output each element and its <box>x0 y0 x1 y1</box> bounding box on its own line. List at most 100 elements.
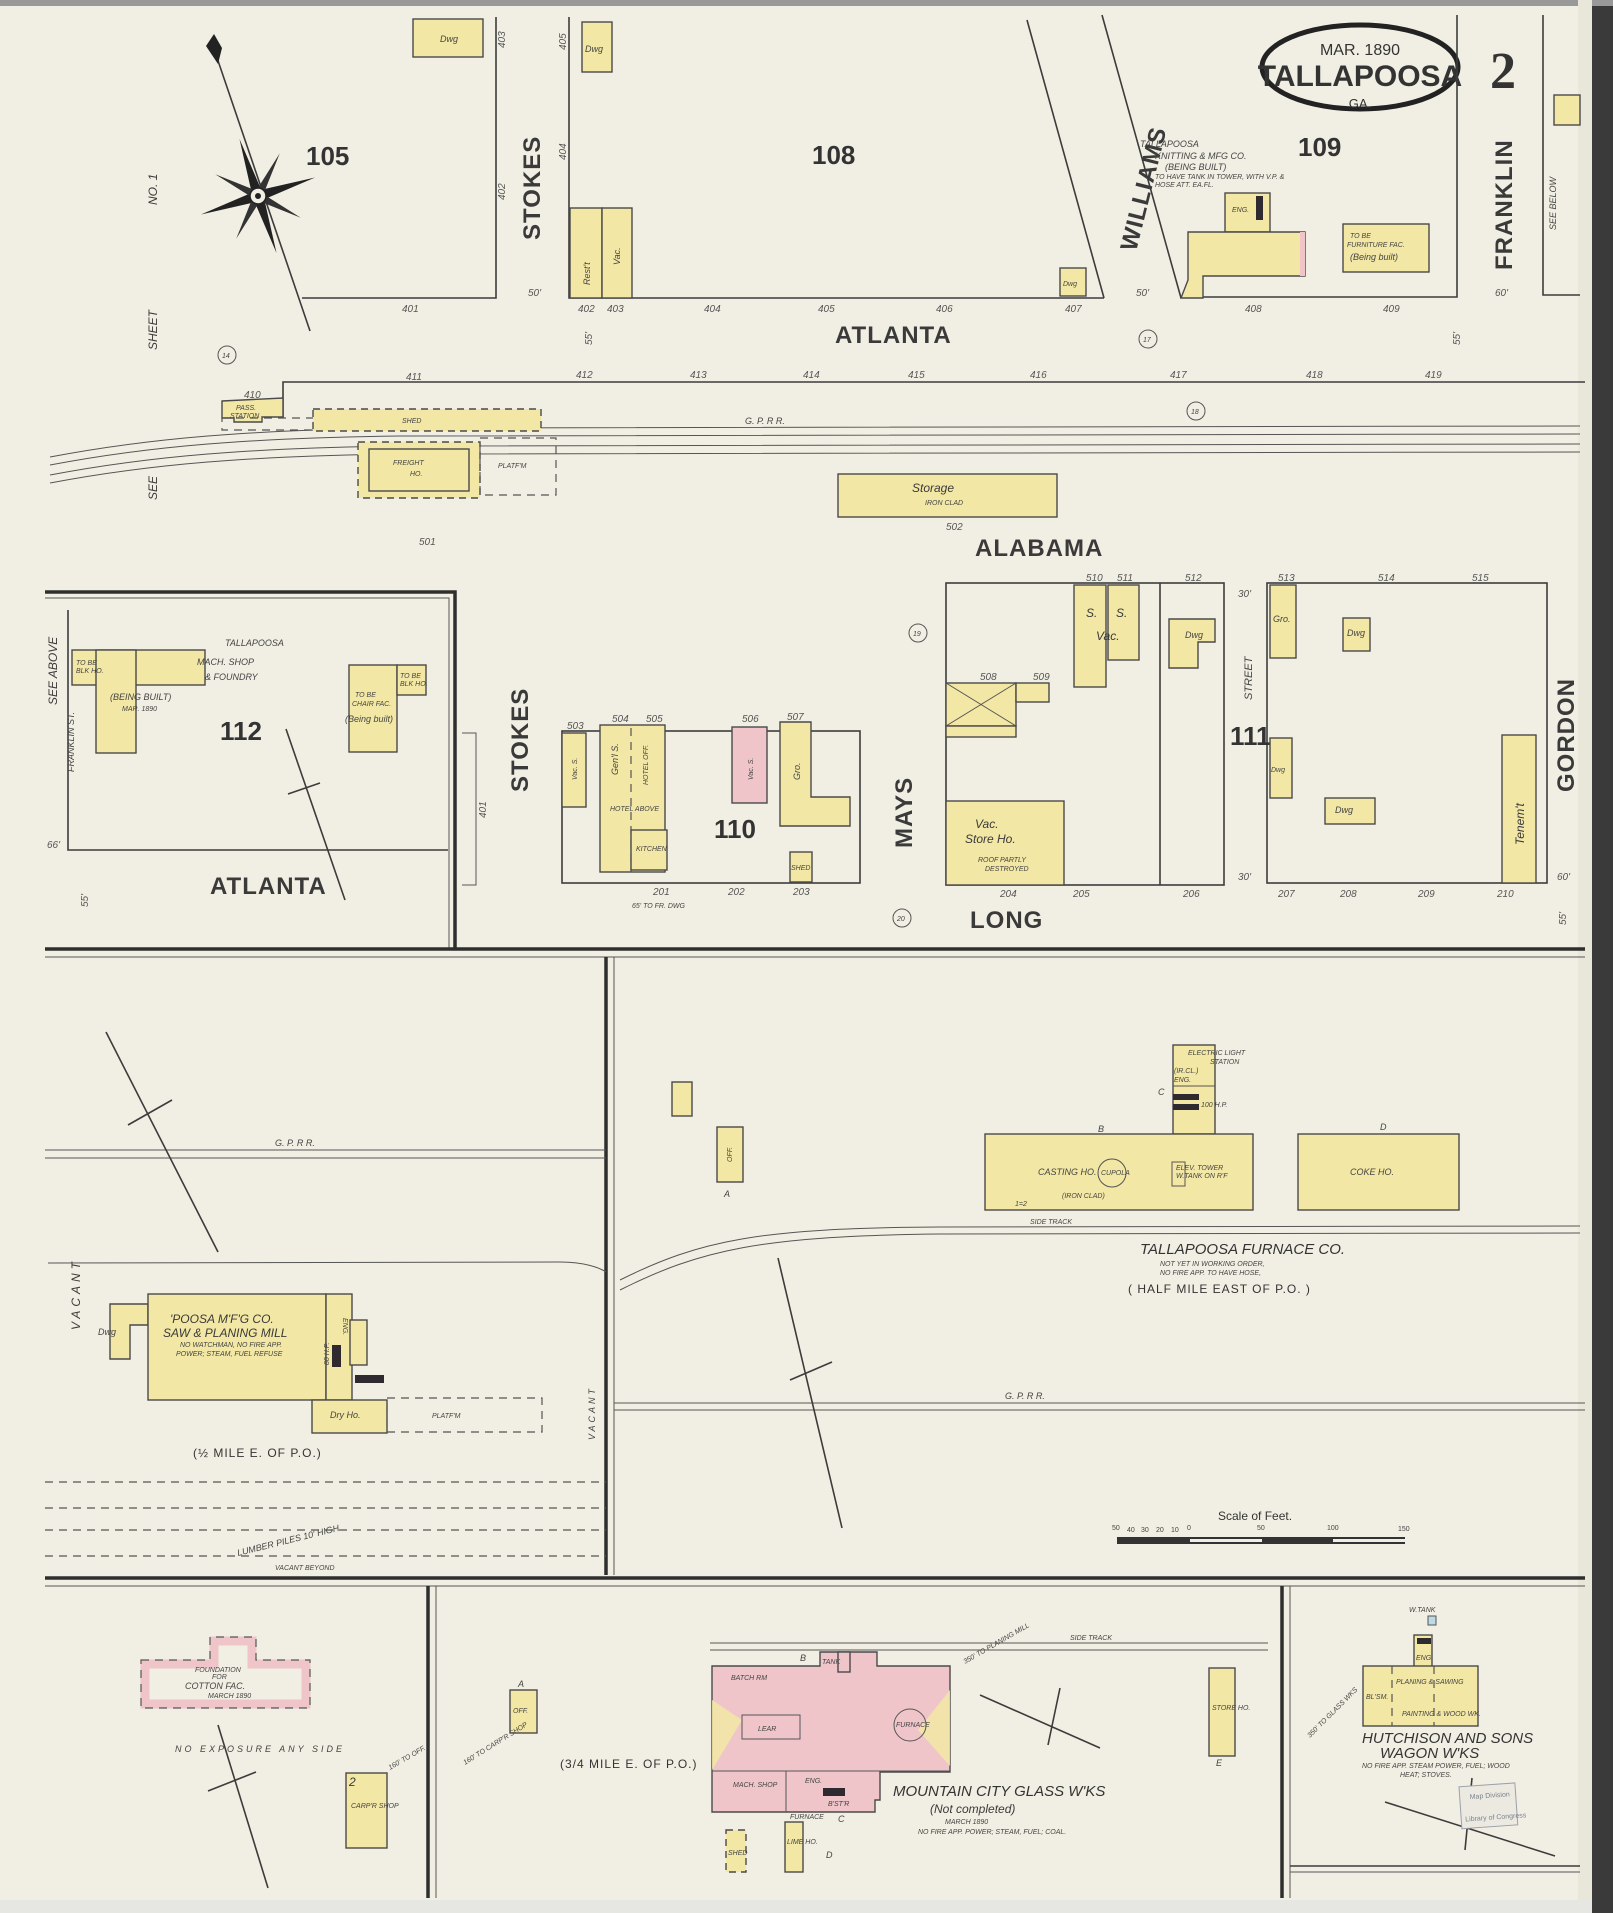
street-label-gordon: GORDON <box>1553 678 1580 792</box>
svg-text:208: 208 <box>1339 889 1357 900</box>
svg-text:514: 514 <box>1378 573 1395 584</box>
svg-text:A: A <box>517 1679 524 1689</box>
svg-text:( HALF MILE EAST OF P.O. ): ( HALF MILE EAST OF P.O. ) <box>1128 1282 1311 1296</box>
svg-text:NO WATCHMAN, NO FIRE APP.: NO WATCHMAN, NO FIRE APP. <box>180 1342 282 1349</box>
svg-text:PASS.: PASS. <box>236 405 256 412</box>
svg-text:406: 406 <box>936 304 953 315</box>
svg-text:Gro.: Gro. <box>1273 614 1291 624</box>
street-label-alabama: ALABAMA <box>975 535 1103 562</box>
svg-text:404: 404 <box>558 143 569 160</box>
svg-text:409: 409 <box>1383 304 1400 315</box>
svg-text:TO BE: TO BE <box>76 660 97 667</box>
svg-text:PLATF'M: PLATF'M <box>432 1413 461 1420</box>
svg-text:506: 506 <box>742 714 759 725</box>
street-label-franklin: FRANKLIN <box>1491 139 1518 270</box>
svg-text:418: 418 <box>1306 370 1323 381</box>
street-label-mays: MAYS <box>891 777 918 848</box>
svg-text:(Being built): (Being built) <box>345 714 393 724</box>
svg-text:Dwg: Dwg <box>1185 630 1203 640</box>
library-stamp: Map Division Library of Congress <box>1458 1782 1527 1830</box>
city-name: TALLAPOOSA <box>1258 60 1462 93</box>
svg-text:(½ MILE E. OF P.O.): (½ MILE E. OF P.O.) <box>193 1446 322 1460</box>
svg-text:Storage: Storage <box>912 481 954 495</box>
svg-text:Store Ho.: Store Ho. <box>965 832 1016 846</box>
block-number: 110 <box>714 814 756 844</box>
svg-text:55': 55' <box>80 893 91 907</box>
svg-text:VACANT: VACANT <box>587 1386 597 1440</box>
svg-text:403: 403 <box>607 304 624 315</box>
svg-text:Map Division: Map Division <box>1470 1791 1511 1801</box>
svg-text:OFF.: OFF. <box>513 1708 528 1715</box>
svg-text:150: 150 <box>1398 1526 1410 1533</box>
svg-text:CHAIR FAC.: CHAIR FAC. <box>352 701 391 708</box>
svg-text:210: 210 <box>1496 889 1514 900</box>
svg-text:202: 202 <box>727 887 745 898</box>
street-label-stokes: STOKES <box>507 688 534 792</box>
svg-text:C: C <box>1158 1087 1165 1097</box>
svg-text:TO BE: TO BE <box>1350 233 1371 240</box>
cross-reference: FRANKLIN ST. <box>66 712 76 772</box>
svg-text:D: D <box>826 1850 833 1860</box>
title-cartouche: MAR. 1890 TALLAPOOSA GA. <box>1258 22 1462 112</box>
svg-text:504: 504 <box>612 714 629 725</box>
svg-text:402: 402 <box>578 304 595 315</box>
svg-text:ENG.: ENG. <box>1416 1655 1433 1662</box>
svg-text:2: 2 <box>348 1775 356 1789</box>
svg-text:510: 510 <box>1086 573 1103 584</box>
svg-text:Dwg: Dwg <box>585 44 603 54</box>
svg-text:STATION: STATION <box>230 413 260 420</box>
svg-text:MARCH 1890: MARCH 1890 <box>208 1693 251 1700</box>
svg-text:KITCHEN: KITCHEN <box>636 846 668 853</box>
svg-text:'POOSA M'F'G CO.: 'POOSA M'F'G CO. <box>170 1312 274 1326</box>
svg-text:50: 50 <box>1112 1525 1120 1532</box>
svg-text:Dwg: Dwg <box>98 1327 116 1337</box>
map-date: MAR. 1890 <box>1320 42 1400 59</box>
svg-text:513: 513 <box>1278 573 1295 584</box>
svg-text:HO.: HO. <box>410 471 423 478</box>
svg-text:Dwg: Dwg <box>1347 628 1365 638</box>
svg-text:ENG.: ENG. <box>1174 1077 1191 1084</box>
building-furniture-factory: TO BE FURNITURE FAC. (Being built) <box>1342 223 1430 273</box>
block-number: 105 <box>306 141 349 171</box>
svg-text:Dwg: Dwg <box>1335 805 1353 815</box>
svg-text:DESTROYED: DESTROYED <box>985 866 1029 873</box>
railroad-label: G. P. R R. <box>275 1138 315 1148</box>
svg-text:401: 401 <box>478 801 489 818</box>
svg-text:B: B <box>1098 1124 1104 1134</box>
block-number: 111 <box>1230 721 1271 751</box>
svg-text:201: 201 <box>652 887 670 898</box>
svg-text:D: D <box>1380 1122 1387 1132</box>
svg-text:TALLAPOOSA: TALLAPOOSA <box>1140 139 1199 149</box>
svg-text:ENG.: ENG. <box>1232 207 1249 214</box>
svg-text:30': 30' <box>1238 589 1252 600</box>
svg-text:405: 405 <box>818 304 835 315</box>
svg-text:COKE HO.: COKE HO. <box>1350 1167 1394 1177</box>
svg-text:COTTON FAC.: COTTON FAC. <box>185 1681 245 1691</box>
svg-text:MACH. SHOP: MACH. SHOP <box>197 657 254 667</box>
svg-text:30': 30' <box>1238 872 1252 883</box>
building-passenger-station: PASS. STATION <box>221 397 318 431</box>
svg-text:HEAT; STOVES.: HEAT; STOVES. <box>1400 1772 1452 1779</box>
svg-text:POWER; STEAM, FUEL REFUSE: POWER; STEAM, FUEL REFUSE <box>176 1351 283 1358</box>
svg-text:(IRON CLAD): (IRON CLAD) <box>1062 1193 1105 1200</box>
svg-text:CARP'R SHOP: CARP'R SHOP <box>351 1803 399 1810</box>
svg-text:SHED: SHED <box>791 865 810 872</box>
building-dwelling: Dwg <box>581 21 613 73</box>
svg-text:30: 30 <box>1141 1527 1149 1534</box>
svg-text:(BEING BUILT): (BEING BUILT) <box>1165 162 1226 172</box>
building-dwelling: Dwg <box>1059 267 1087 297</box>
svg-text:CASTING HO.: CASTING HO. <box>1038 1167 1097 1177</box>
svg-text:HUTCHISON AND SONS: HUTCHISON AND SONS <box>1362 1730 1533 1747</box>
svg-text:PLATF'M: PLATF'M <box>498 463 527 470</box>
svg-text:Dwg: Dwg <box>1063 281 1077 288</box>
svg-text:0: 0 <box>1187 1525 1191 1532</box>
svg-text:FURNACE: FURNACE <box>790 1814 824 1821</box>
railroad-label: SIDE TRACK <box>1030 1219 1072 1226</box>
building-shed: SHED <box>312 408 542 432</box>
page-edge <box>1592 0 1613 1913</box>
svg-text:414: 414 <box>803 370 820 381</box>
svg-text:512: 512 <box>1185 573 1202 584</box>
svg-text:501: 501 <box>419 537 436 548</box>
svg-text:Gen'l S.: Gen'l S. <box>610 743 620 775</box>
street-label-stokes: STOKES <box>519 136 546 240</box>
